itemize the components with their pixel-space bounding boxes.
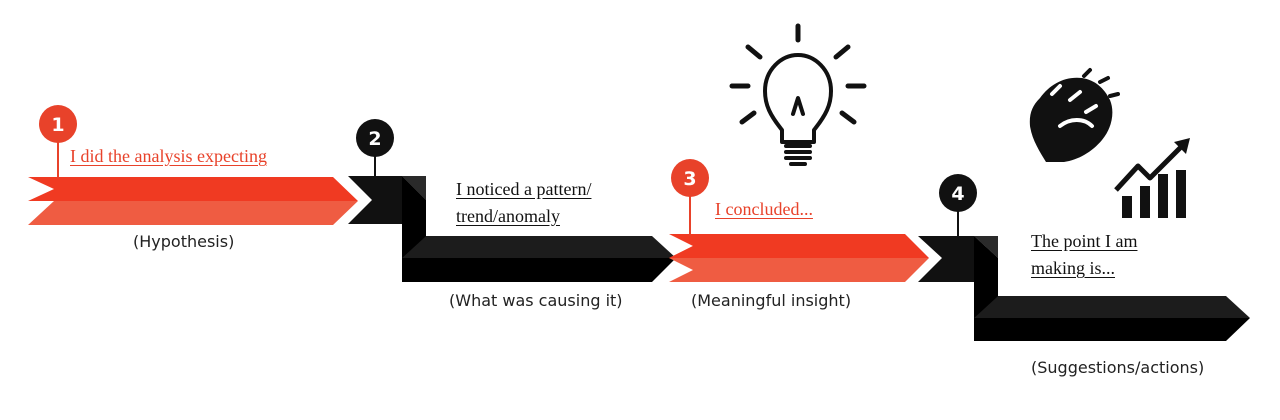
step-3-number: 3 <box>683 168 696 190</box>
fist-icon <box>1029 68 1120 162</box>
step-2-number: 2 <box>368 128 381 150</box>
step-4-number: 4 <box>951 183 964 205</box>
step-2-arrow <box>348 176 676 282</box>
step-1-pin: 1 <box>39 105 77 178</box>
step-4-title-line-2: making is... <box>1031 258 1115 278</box>
step-1-arrow <box>28 177 358 225</box>
step-2-title: I noticed a pattern/ trend/anomaly <box>456 176 591 230</box>
step-1-number: 1 <box>51 114 64 136</box>
step-1-title: I did the analysis expecting <box>70 146 267 166</box>
step-4-arrow <box>918 236 1250 341</box>
step-4-caption: (Suggestions/actions) <box>1031 358 1205 377</box>
step-1-caption: (Hypothesis) <box>133 232 235 251</box>
step-4-title: The point I am making is... <box>1031 228 1137 282</box>
step-4-pin: 4 <box>939 174 977 238</box>
growth-chart-icon <box>1114 138 1190 218</box>
step-2-title-line-2: trend/anomaly <box>456 206 560 226</box>
step-2-pin: 2 <box>356 119 394 178</box>
step-3-caption: (Meaningful insight) <box>691 291 852 310</box>
step-3-pin: 3 <box>671 159 709 236</box>
step-3-arrow <box>669 234 929 282</box>
step-4-title-line-1: The point I am <box>1031 231 1138 251</box>
step-3-title: I concluded... <box>715 199 813 219</box>
step-2-title-line-1: I noticed a pattern/ <box>456 179 592 199</box>
lightbulb-icon <box>729 23 867 166</box>
step-2-caption: (What was causing it) <box>449 291 623 310</box>
